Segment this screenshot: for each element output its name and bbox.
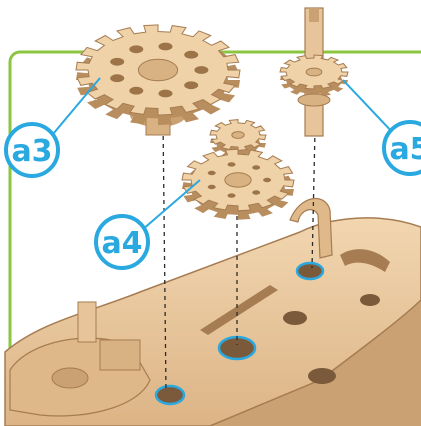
callout-a4-label: a4 (101, 226, 142, 261)
callout-a4: a4 (96, 216, 148, 268)
gear-hub (138, 59, 177, 81)
hole-a4 (219, 337, 255, 359)
gear-hub (225, 173, 251, 187)
shaft-a5 (280, 8, 348, 136)
left-peg (78, 302, 96, 342)
gear-hole (159, 43, 173, 51)
gear-hole (252, 190, 260, 194)
gear-hole (129, 87, 143, 95)
base-plate (5, 199, 421, 426)
hole (283, 311, 307, 325)
hole-a5 (297, 263, 323, 279)
hole (360, 294, 380, 306)
gear-a3 (76, 25, 240, 135)
gear-hole (252, 165, 260, 169)
gear-hole (129, 45, 143, 53)
gear-hole (208, 171, 216, 175)
hole-a3 (156, 386, 184, 404)
gear-hole (110, 58, 124, 66)
gear-hole (194, 66, 208, 74)
gear-hole (228, 193, 236, 197)
gear-hole (110, 74, 124, 82)
callout-a5: a5 (384, 122, 421, 174)
callout-a3-label: a3 (11, 134, 52, 169)
gear-hole (208, 185, 216, 189)
left-block (100, 340, 140, 370)
gear-hole (184, 51, 198, 59)
gear-hole (228, 162, 236, 166)
callout-a3: a3 (6, 124, 58, 176)
callout-a5-label: a5 (389, 132, 421, 167)
gear-hub (306, 68, 322, 76)
left-hub (52, 368, 88, 388)
gear-hole (184, 81, 198, 89)
gear-hole (263, 178, 271, 182)
hole (308, 368, 336, 384)
gear-hub (232, 132, 244, 139)
gear-a4 (182, 120, 294, 220)
gear-hole (159, 90, 173, 98)
